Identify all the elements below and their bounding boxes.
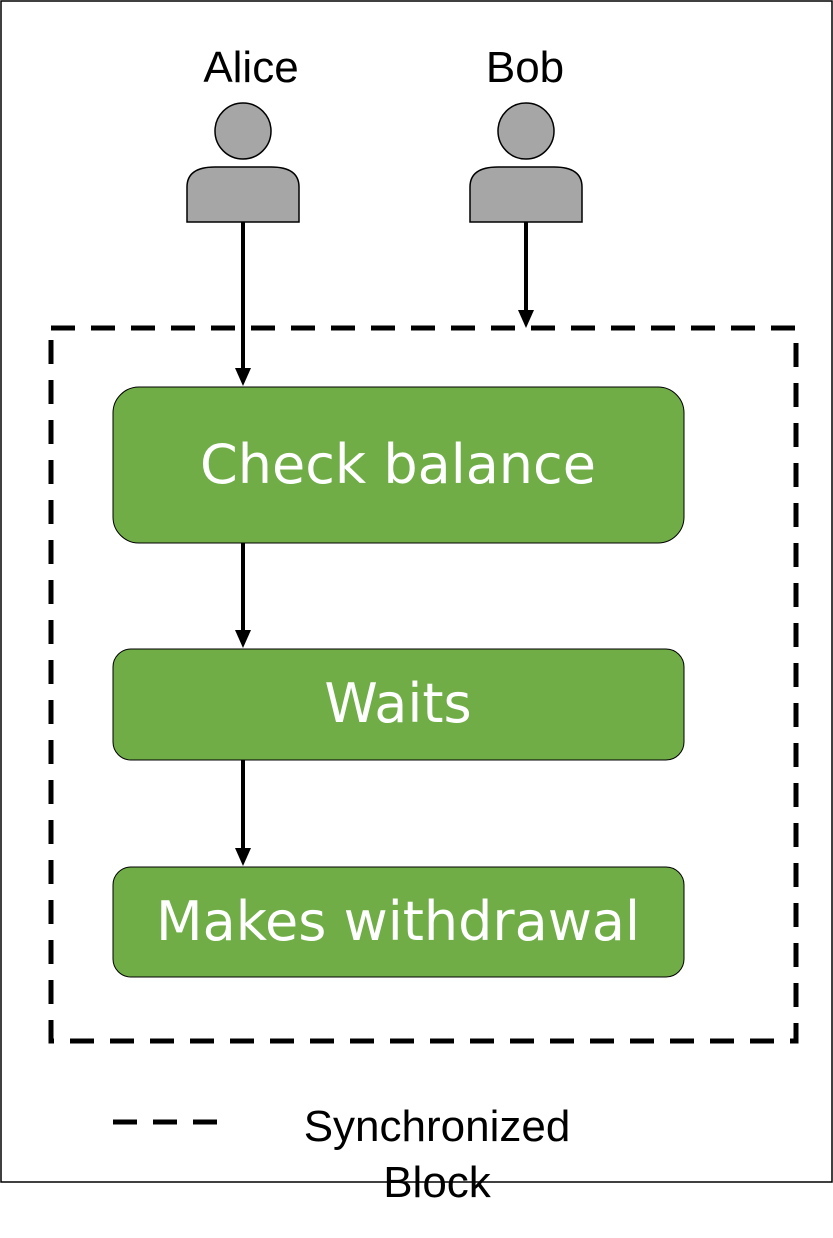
arrow-alice-head (235, 368, 251, 386)
arrow-bob-head (518, 310, 534, 328)
arrow-check-to-waits-head (235, 630, 251, 648)
legend-label-line1: Synchronized (304, 1102, 571, 1151)
step-makes-withdrawal: Makes withdrawal (112, 866, 685, 978)
step-waits: Waits (112, 648, 685, 761)
step-label-check-balance: Check balance (200, 433, 596, 496)
outer-frame (0, 0, 833, 1183)
actor-label-bob: Bob (486, 43, 564, 92)
step-check-balance: Check balance (112, 386, 685, 544)
step-label-makes-withdrawal: Makes withdrawal (156, 890, 640, 953)
person-icon (186, 102, 300, 223)
actor-alice: Alice (186, 43, 300, 223)
synchronized-block-boundary (48, 325, 799, 1044)
legend: Synchronized Block (113, 1102, 570, 1207)
actor-label-alice: Alice (203, 43, 298, 92)
step-label-waits: Waits (324, 672, 471, 735)
legend-label-line2: Block (383, 1158, 492, 1207)
arrow-waits-to-withdrawal-head (235, 848, 251, 866)
actor-bob: Bob (469, 43, 583, 223)
person-icon (469, 102, 583, 223)
